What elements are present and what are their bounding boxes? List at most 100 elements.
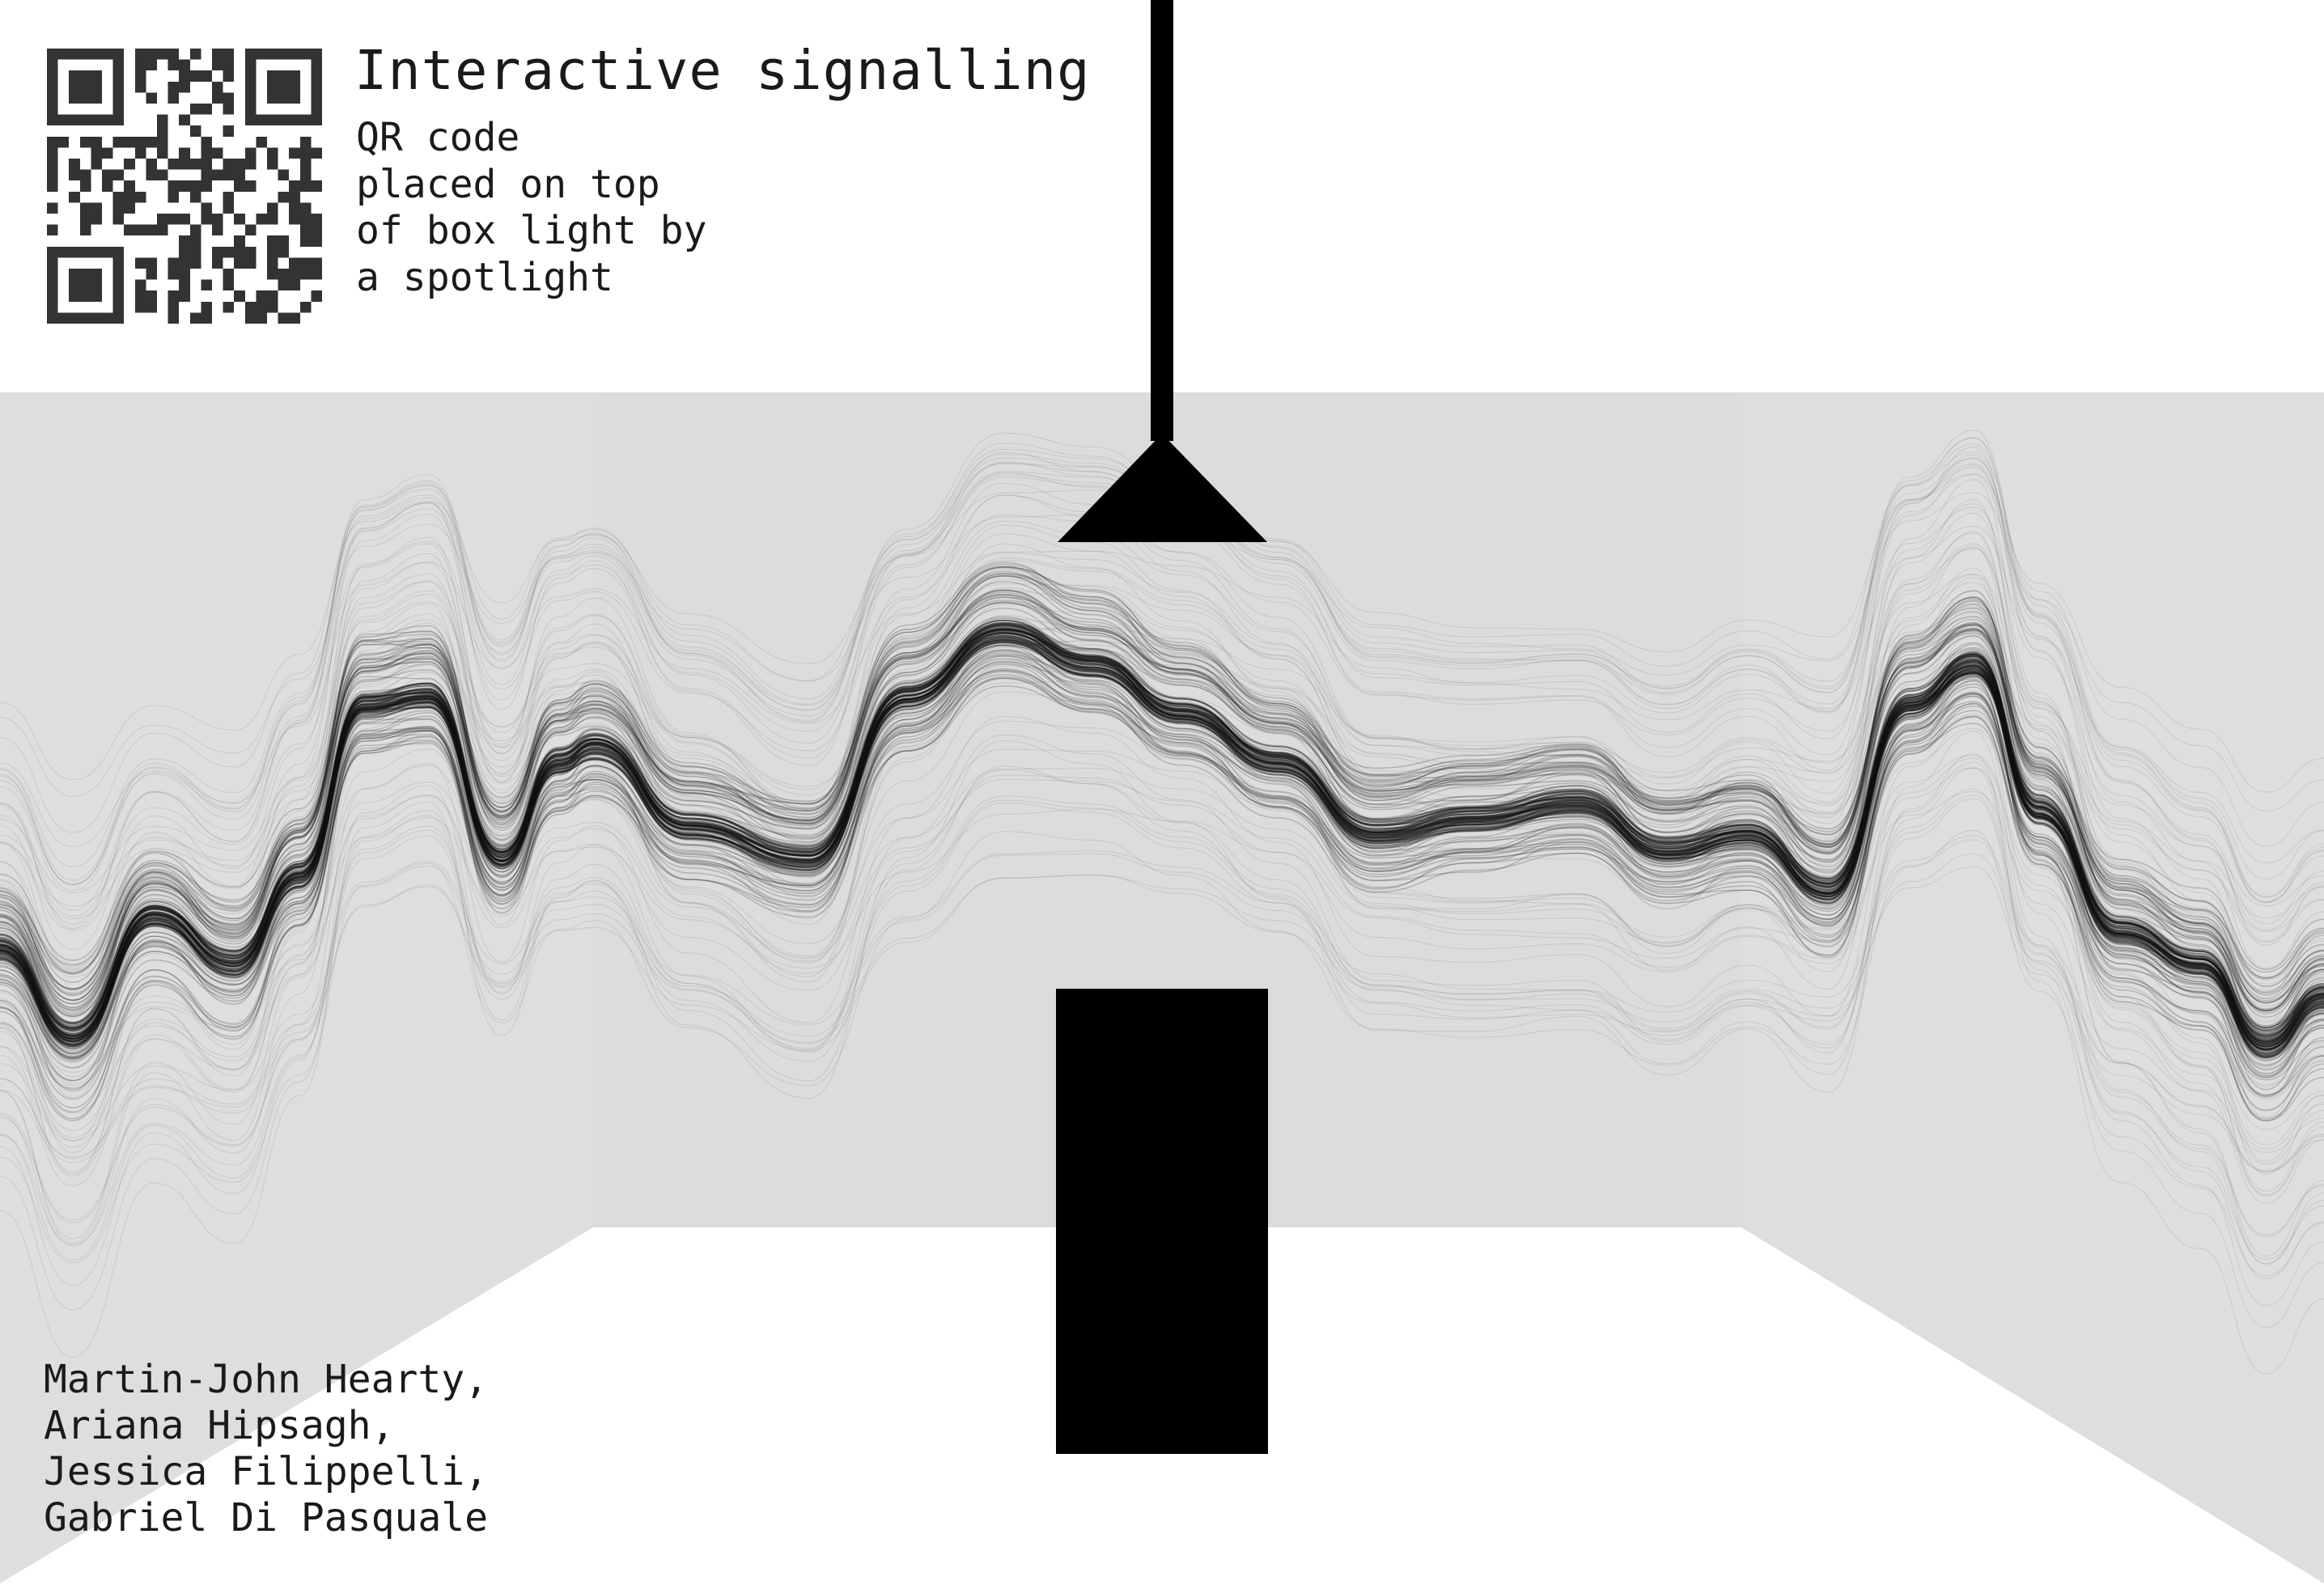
wave-line xyxy=(0,727,2324,1100)
wave-line xyxy=(0,650,2324,1057)
wave-line xyxy=(0,637,2324,1057)
wave-line xyxy=(0,628,2324,1044)
wave-line xyxy=(0,574,2324,1071)
poster-title: Interactive signalling xyxy=(354,39,1091,102)
wave-line xyxy=(0,835,2324,1153)
wave-line xyxy=(0,629,2324,1040)
qr-code xyxy=(47,49,322,324)
wave-line xyxy=(0,660,2324,1121)
wave-line xyxy=(0,621,2324,1031)
poster-credits: Martin-John Hearty, Ariana Hipsagh, Jess… xyxy=(44,1357,489,1541)
wave-line xyxy=(0,625,2324,1036)
wave-line xyxy=(0,547,2324,978)
wave-line xyxy=(0,629,2324,1048)
wave-line xyxy=(0,531,2324,1087)
wave-line xyxy=(0,622,2324,1033)
wave-line xyxy=(0,612,2324,1096)
wave-line xyxy=(0,632,2324,1007)
wave-line xyxy=(0,451,2324,847)
wave-line xyxy=(0,591,2324,1038)
wave-line xyxy=(0,636,2324,1070)
wave-line xyxy=(0,602,2324,979)
wave-line xyxy=(0,615,2324,980)
wave-line xyxy=(0,767,2324,1150)
wave-line xyxy=(0,625,2324,1032)
wave-line xyxy=(0,566,2324,1035)
wave-line xyxy=(0,437,2324,898)
wave-line xyxy=(0,566,2324,1002)
wave-line xyxy=(0,562,2324,1027)
wave-line xyxy=(0,624,2324,1041)
wave-line xyxy=(0,595,2324,987)
wave-line xyxy=(0,639,2324,1053)
wave-line xyxy=(0,629,2324,1047)
wave-line xyxy=(0,625,2324,1058)
wave-line xyxy=(0,761,2324,1279)
right-wall xyxy=(1741,392,2324,1583)
wave-line xyxy=(0,437,2324,943)
wave-line xyxy=(0,641,2324,1059)
wave-line xyxy=(0,624,2324,1032)
wave-line xyxy=(0,685,2324,1059)
wave-line xyxy=(0,573,2324,1014)
wave-line xyxy=(0,731,2324,1307)
wave-line xyxy=(0,839,2324,1172)
wave-line xyxy=(0,573,2324,1003)
wave-line xyxy=(0,631,2324,1046)
wave-line xyxy=(0,757,2324,1130)
wave-line xyxy=(0,623,2324,1037)
wave-line xyxy=(0,589,2324,994)
wave-line xyxy=(0,798,2324,1260)
wave-line xyxy=(0,677,2324,1067)
wave-line xyxy=(0,457,2324,897)
wave-line xyxy=(0,589,2324,970)
wave-line xyxy=(0,853,2324,1172)
wave-line xyxy=(0,634,2324,1028)
wave-line xyxy=(0,740,2324,1375)
wave-line xyxy=(0,443,2324,902)
wave-line xyxy=(0,629,2324,1048)
wave-line xyxy=(0,669,2324,1066)
poster-description: QR code placed on top of box light by a … xyxy=(356,115,707,300)
wave-line xyxy=(0,619,2324,1038)
wave-line xyxy=(0,658,2324,1196)
light-box xyxy=(1056,989,1268,1454)
left-wall xyxy=(0,392,593,1583)
wave-line xyxy=(0,596,2324,1011)
gallery-room-walls xyxy=(0,392,2324,1583)
wave-line xyxy=(0,788,2324,1235)
wave-line xyxy=(0,662,2324,991)
wave-line xyxy=(0,754,2324,1099)
wave-line xyxy=(0,628,2324,1043)
wave-line xyxy=(0,602,2324,993)
wave-line xyxy=(0,639,2324,1050)
wave-line xyxy=(0,667,2324,1062)
wave-line xyxy=(0,655,2324,1079)
wave-line xyxy=(0,594,2324,996)
spotlight-icon xyxy=(1058,0,1267,542)
spotlight-cone xyxy=(1058,434,1267,542)
wave-line xyxy=(0,574,2324,1011)
wave-line xyxy=(0,607,2324,907)
wave-line xyxy=(0,676,2324,1098)
wave-line xyxy=(0,627,2324,1036)
wave-line xyxy=(0,601,2324,1004)
wave-line xyxy=(0,655,2324,1204)
wave-line xyxy=(0,600,2324,974)
wave-line xyxy=(0,651,2324,1111)
wave-line xyxy=(0,632,2324,1050)
wave-line xyxy=(0,658,2324,1120)
wave-line xyxy=(0,641,2324,1055)
wave-line xyxy=(0,543,2324,1175)
wave-line xyxy=(0,829,2324,1277)
wave-line xyxy=(0,663,2324,1059)
wave-line xyxy=(0,574,2324,1018)
wave-line xyxy=(0,627,2324,1042)
wave-line xyxy=(0,603,2324,1063)
wave-line xyxy=(0,629,2324,985)
wave-line xyxy=(0,464,2324,988)
wave-line xyxy=(0,713,2324,1146)
wave-line xyxy=(0,625,2324,1052)
wave-line xyxy=(0,649,2324,1055)
